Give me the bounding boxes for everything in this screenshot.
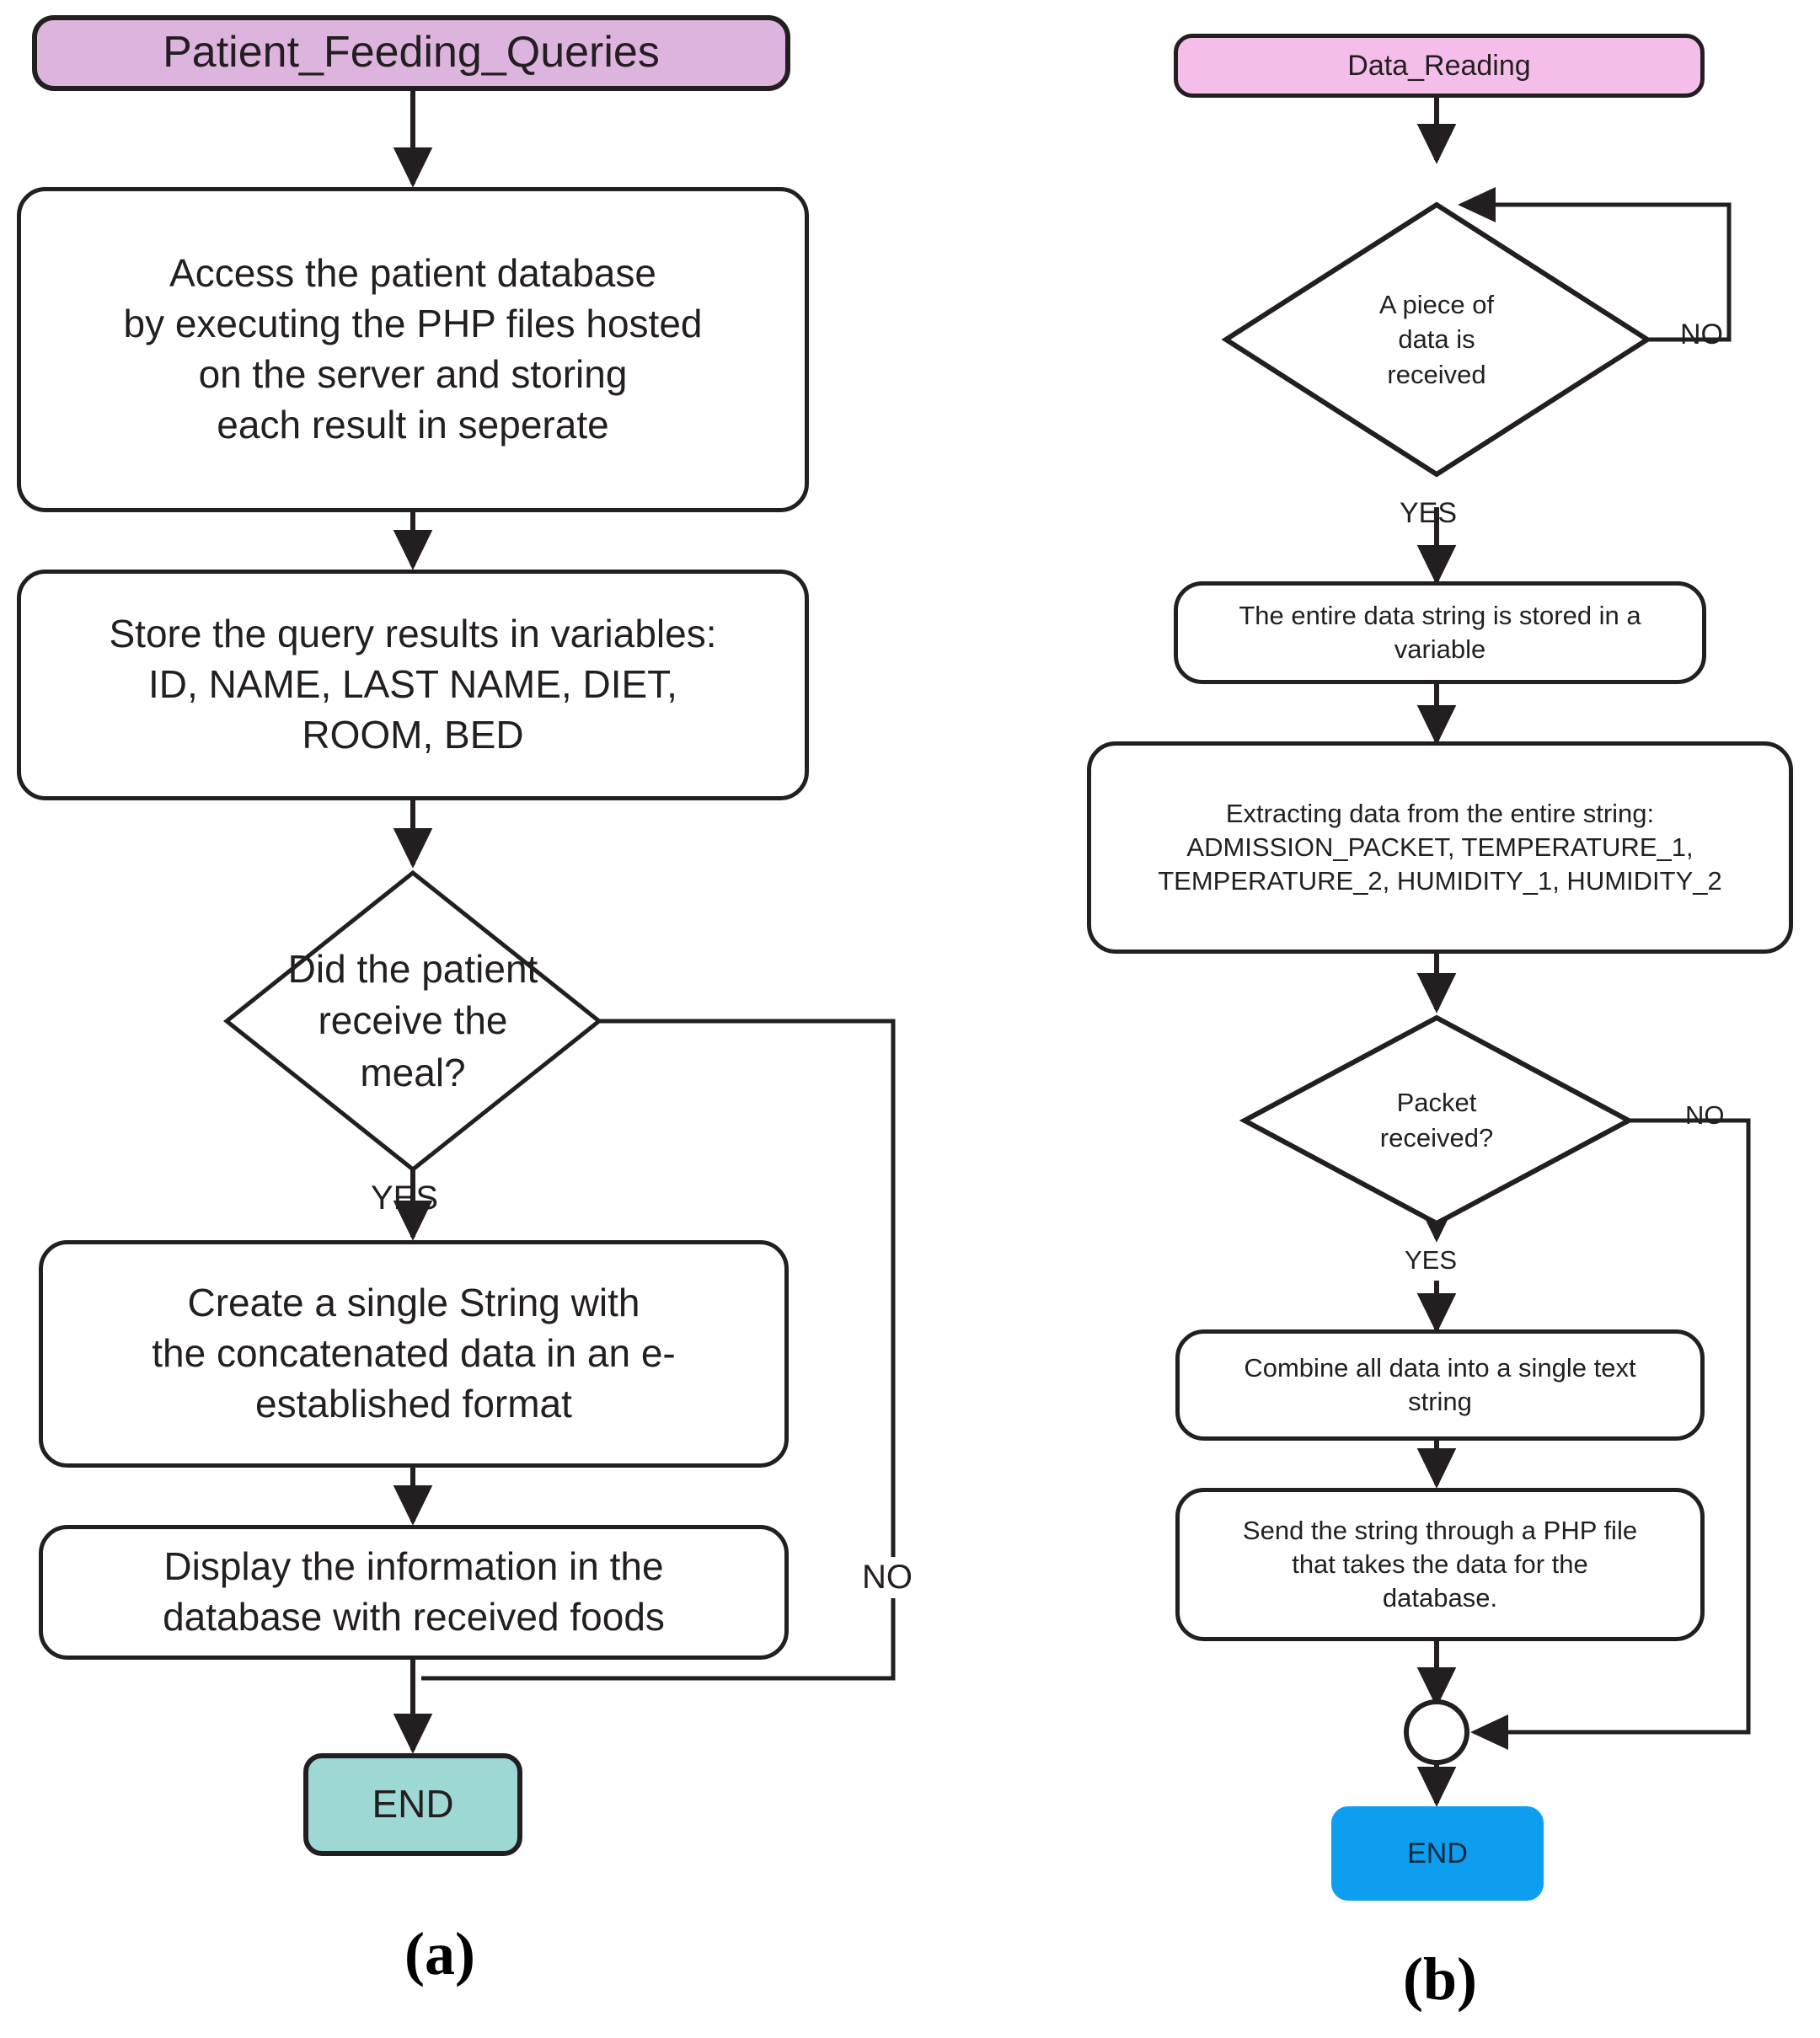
- node-terminal-end-a[interactable]: END: [303, 1753, 522, 1856]
- node-process-send-string-php[interactable]: Send the string through a PHP file that …: [1175, 1488, 1705, 1641]
- node-terminal-end-b[interactable]: END: [1331, 1806, 1544, 1901]
- node-process-extracting-data[interactable]: Extracting data from the entire string: …: [1087, 741, 1793, 954]
- decision-label-b2: Packet received?: [1379, 1088, 1494, 1153]
- edge-label-no-a: NO: [854, 1557, 921, 1598]
- node-process-display-information[interactable]: Display the information in the database …: [39, 1525, 789, 1660]
- node-terminal-data-reading[interactable]: Data_Reading: [1174, 34, 1705, 98]
- node-process-access-database[interactable]: Access the patient database by executing…: [17, 187, 809, 512]
- node-process-store-query-results[interactable]: Store the query results in variables: ID…: [17, 570, 809, 800]
- node-process-create-single-string[interactable]: Create a single String with the concaten…: [39, 1240, 789, 1468]
- node-decision-packet-received[interactable]: Packet received?: [1245, 1018, 1629, 1223]
- decision-label-b1: A piece of data is received: [1378, 289, 1495, 389]
- node-terminal-patient-feeding-queries[interactable]: Patient_Feeding_Queries: [32, 15, 790, 91]
- node-process-combine-all-data[interactable]: Combine all data into a single text stri…: [1175, 1329, 1705, 1441]
- node-decision-did-patient-receive-meal[interactable]: Did the patient receive the meal?: [227, 873, 599, 1169]
- node-decision-a-piece-of-data-is-received[interactable]: A piece of data is received: [1226, 205, 1647, 474]
- merge-connector-circle: [1404, 1699, 1469, 1765]
- edge-label-no-b1: NO: [1680, 318, 1723, 350]
- decision-label-a: Did the patient receive the meal?: [287, 946, 538, 1094]
- edge-label-yes-a: YES: [371, 1179, 439, 1217]
- edge-label-yes-b1: YES: [1400, 497, 1458, 529]
- node-process-entire-data-string-stored[interactable]: The entire data string is stored in a va…: [1174, 581, 1706, 684]
- panel-caption-b: (b): [1403, 1945, 1477, 2013]
- panel-caption-a: (a): [404, 1920, 475, 1987]
- edge-label-yes-b2: YES: [1405, 1245, 1458, 1275]
- edge-label-no-b2: NO: [1685, 1100, 1725, 1130]
